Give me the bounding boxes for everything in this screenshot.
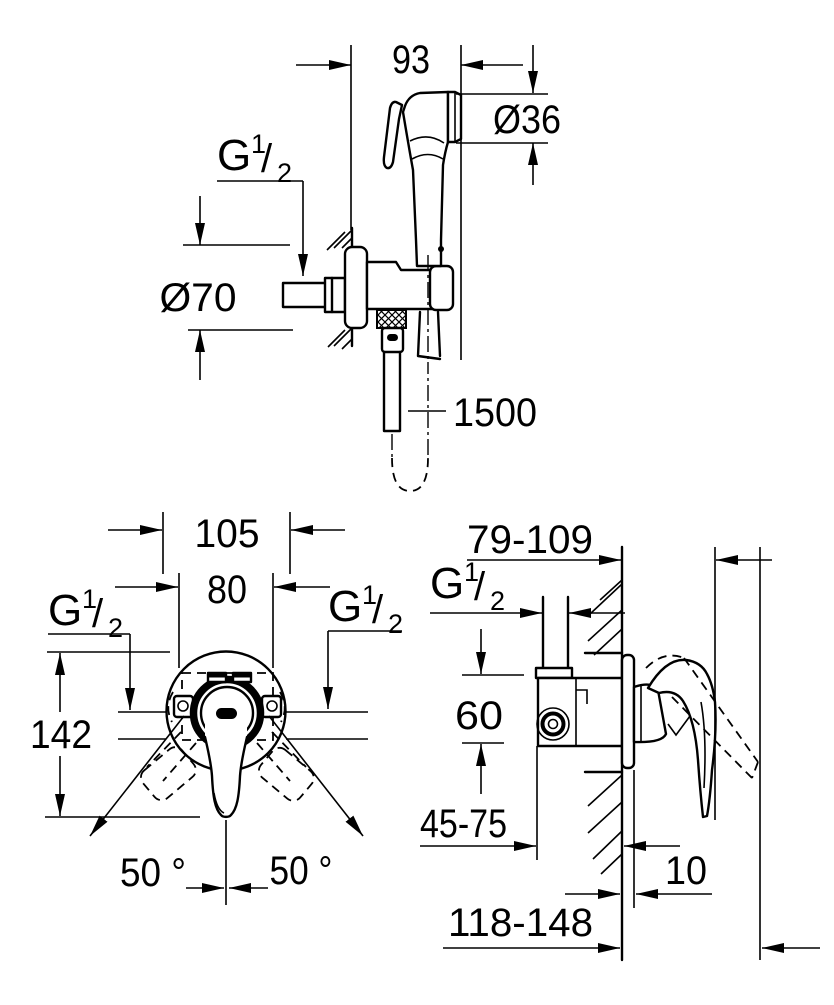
valve-body — [536, 676, 624, 748]
dim-80-label: 80 — [207, 568, 247, 612]
thread-label-side: G 1 / 2 — [430, 557, 625, 618]
hand-shower-body — [401, 90, 450, 268]
lever-side — [632, 654, 759, 819]
thread-label-top: G 1 / 2 — [217, 129, 308, 276]
dim-hose-length-label: 1500 — [453, 391, 537, 435]
thread-label-front-left: G 1 / 2 — [48, 584, 135, 710]
dim-79-109: 79-109 — [467, 518, 772, 960]
shower-holder — [365, 260, 455, 312]
thread-text: G 1 / 2 — [48, 584, 123, 643]
knurled-nut — [376, 309, 407, 329]
mixer-front-view: 105 80 G 1 / 2 G 1 / 2 — [30, 512, 403, 905]
dim-swing-angles: 50 ° 50 ° — [89, 715, 364, 905]
side-ports — [167, 691, 286, 723]
holder-clip-dot — [438, 246, 444, 252]
wall-section — [326, 226, 354, 350]
dim-93: 93 — [296, 38, 523, 360]
hand-shower — [382, 90, 463, 361]
dim-93-label: 93 — [392, 38, 430, 82]
dim-142-label: 142 — [30, 713, 92, 757]
wall-supply-pipe — [281, 276, 347, 314]
thread-text: G 1 / 2 — [430, 557, 505, 616]
lever-slot — [216, 708, 237, 719]
dim-60-label: 60 — [455, 694, 503, 738]
dim-10-label: 10 — [665, 849, 707, 893]
hand-shower-view: 93 Ø36 G 1 / 2 Ø70 — [160, 38, 561, 492]
lever-front — [203, 708, 249, 819]
dim-escutcheon-diameter: Ø70 — [160, 196, 293, 380]
dim-45-75-label: 45-75 — [420, 802, 507, 846]
dim-45-75: 45-75 — [420, 746, 680, 860]
dim-105-label: 105 — [195, 512, 260, 556]
dim-79-109-label: 79-109 — [467, 518, 593, 562]
lever-swing-positions — [140, 731, 315, 802]
dim-118-148-label: 118-148 — [448, 901, 593, 945]
dim-10: 10 — [565, 770, 712, 908]
hand-shower-inlet-cone — [416, 310, 442, 361]
shower-hose — [382, 350, 402, 433]
mixer-side-view: 79-109 G 1 / 2 60 45-75 — [420, 518, 820, 962]
wall-escutcheon — [343, 245, 369, 330]
wall-section-side — [583, 545, 624, 962]
dim-118-148: 118-148 — [443, 901, 820, 953]
side-escutcheon — [620, 653, 636, 770]
dim-head-diameter-label: Ø36 — [493, 98, 561, 142]
dim-angle-left-label: 50 ° — [120, 851, 186, 895]
trigger-lever — [382, 100, 404, 170]
port-edge-lines — [118, 711, 368, 740]
dim-105: 105 — [108, 512, 345, 574]
dim-hose-length: 1500 — [408, 391, 537, 435]
thread-label-front-right: G 1 / 2 — [323, 580, 403, 709]
dim-142: 142 — [30, 651, 200, 818]
dim-80: 80 — [115, 568, 330, 668]
dim-60: 60 — [455, 629, 524, 794]
hose-connection — [376, 309, 407, 433]
hose-loop — [391, 255, 429, 492]
thread-text: G 1 / 2 — [328, 580, 403, 639]
dim-angle-right-label: 50 ° — [270, 849, 333, 893]
dim-escutcheon-diameter-label: Ø70 — [160, 276, 237, 320]
top-inlet-pipe — [534, 595, 574, 680]
dim-head-diameter: Ø36 — [456, 45, 561, 185]
thread-text: G 1 / 2 — [217, 129, 292, 188]
